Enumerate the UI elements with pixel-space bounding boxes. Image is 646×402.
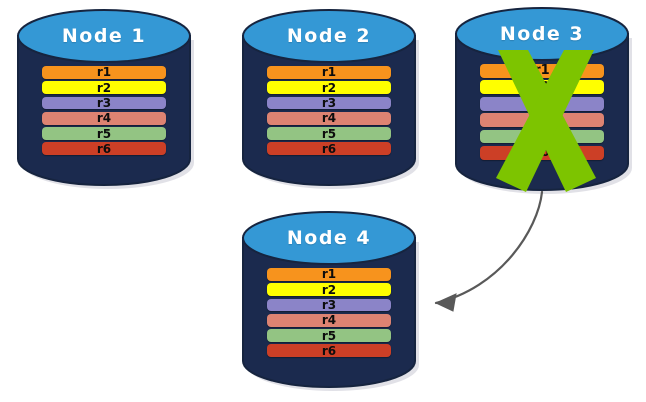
data-row-r6[interactable]: r6 <box>42 142 166 156</box>
cylinder-top-cap <box>242 9 416 63</box>
data-row-r2[interactable]: r2 <box>42 81 166 95</box>
data-row-r4[interactable]: r4 <box>267 313 391 327</box>
data-row-r4[interactable]: r4 <box>267 111 391 125</box>
data-row-r5[interactable]: r5 <box>267 329 391 342</box>
data-row-r1[interactable]: r1 <box>267 268 391 281</box>
data-row-r1[interactable]: r1 <box>267 66 391 79</box>
data-row-r3[interactable]: r3 <box>267 298 391 312</box>
data-row-r3[interactable]: r3 <box>267 96 391 110</box>
data-row-r5[interactable]: r5 <box>480 129 604 144</box>
data-row-r5[interactable]: r5 <box>267 127 391 140</box>
cylinder-top-cap <box>17 9 191 63</box>
data-row-r4[interactable]: r4 <box>480 113 604 128</box>
data-row-r1[interactable]: r1 <box>42 66 166 79</box>
data-row-r2[interactable]: r2 <box>480 80 604 95</box>
cylinder-top-cap <box>242 211 416 265</box>
data-row-r3[interactable]: r3 <box>42 96 166 110</box>
data-row-r1[interactable]: r1 <box>480 64 604 78</box>
data-row-r6[interactable]: r6 <box>480 145 604 160</box>
data-row-r4[interactable]: r4 <box>42 111 166 125</box>
data-row-r3[interactable]: r3 <box>480 96 604 111</box>
data-row-r2[interactable]: r2 <box>267 283 391 297</box>
migration-arrow-head <box>434 293 457 312</box>
data-row-r2[interactable]: r2 <box>267 81 391 95</box>
migration-arrow-line <box>434 190 544 305</box>
cylinder-top-cap <box>455 7 629 61</box>
data-row-r6[interactable]: r6 <box>267 142 391 156</box>
data-row-r5[interactable]: r5 <box>42 127 166 140</box>
data-row-r6[interactable]: r6 <box>267 344 391 358</box>
